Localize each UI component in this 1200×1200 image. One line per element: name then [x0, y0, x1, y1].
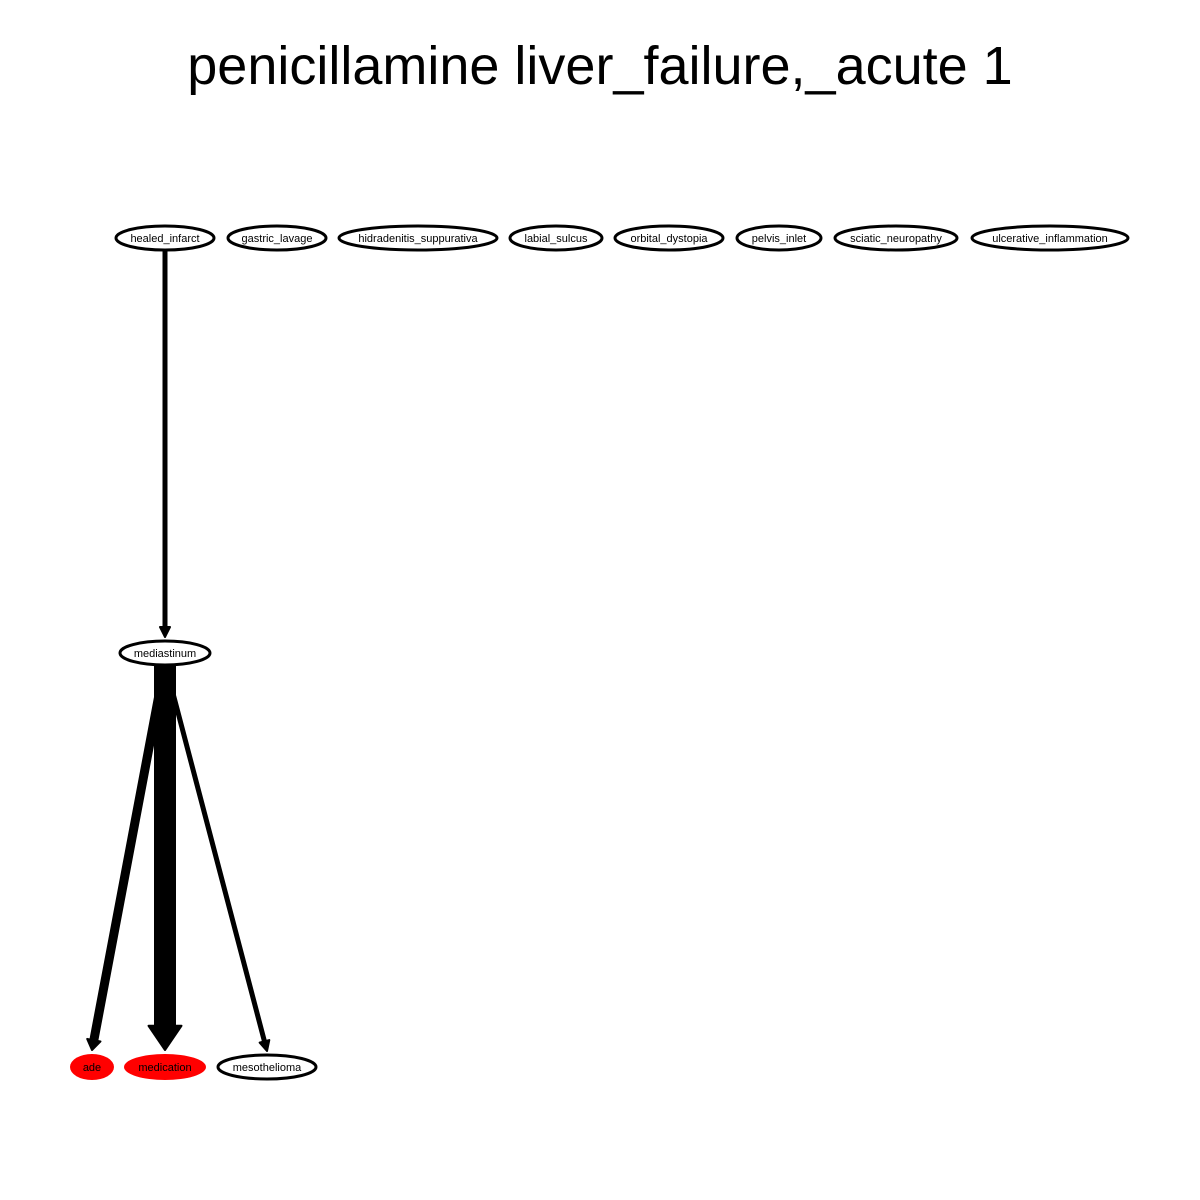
node-label: mediastinum [134, 648, 196, 660]
node-label: orbital_dystopia [630, 233, 708, 245]
node-labial_sulcus[interactable]: labial_sulcus [508, 224, 604, 252]
edge-arrowhead-mediastinum-to-ade [86, 1037, 102, 1051]
node-orbital_dystopia[interactable]: orbital_dystopia [613, 224, 725, 252]
node-shape [337, 224, 499, 252]
node-shape [124, 1054, 206, 1080]
node-hidradenitis_suppurativa[interactable]: hidradenitis_suppurativa [337, 224, 499, 252]
node-label: gastric_lavage [242, 233, 313, 245]
nodes-group: healed_infarct gastric_lavage hidradenitis… [70, 224, 1130, 1081]
node-shape [118, 639, 212, 667]
edge-arrowhead-healed_infarct-to-mediastinum [159, 626, 171, 638]
node-shape [735, 224, 823, 252]
node-label: medication [138, 1062, 191, 1074]
node-label: healed_infarct [130, 233, 199, 245]
node-shape [970, 224, 1130, 252]
edge-arrowhead-mediastinum-to-mesothelioma [258, 1039, 271, 1052]
diagram-title: penicillamine liver_failure,_acute 1 [187, 36, 1012, 96]
node-ulcerative_inflammation[interactable]: ulcerative_inflammation [970, 224, 1130, 252]
node-shape [226, 224, 328, 252]
node-label: sciatic_neuropathy [850, 233, 942, 245]
node-label: ade [83, 1062, 101, 1074]
node-mesothelioma[interactable]: mesothelioma [216, 1053, 318, 1081]
node-mediastinum[interactable]: mediastinum [118, 639, 212, 667]
node-gastric_lavage[interactable]: gastric_lavage [226, 224, 328, 252]
edges-group [86, 245, 271, 1052]
node-shape [216, 1053, 318, 1081]
node-label: mesothelioma [233, 1062, 302, 1074]
node-sciatic_neuropathy[interactable]: sciatic_neuropathy [833, 224, 959, 252]
node-label: pelvis_inlet [752, 233, 806, 245]
node-shape [613, 224, 725, 252]
edge-mediastinum-to-ade [89, 658, 170, 1045]
node-ade[interactable]: ade [70, 1054, 114, 1080]
node-medication[interactable]: medication [124, 1054, 206, 1080]
node-pelvis_inlet[interactable]: pelvis_inlet [735, 224, 823, 252]
edge-arrowhead-mediastinum-to-medication [147, 1024, 183, 1051]
node-label: hidradenitis_suppurativa [358, 233, 478, 245]
node-label: ulcerative_inflammation [992, 233, 1108, 245]
node-shape [833, 224, 959, 252]
node-shape [70, 1054, 114, 1080]
node-label: labial_sulcus [525, 233, 588, 245]
node-healed_infarct[interactable]: healed_infarct [114, 224, 216, 252]
node-shape [508, 224, 604, 252]
node-shape [114, 224, 216, 252]
edge-mediastinum-to-mesothelioma [162, 660, 267, 1044]
